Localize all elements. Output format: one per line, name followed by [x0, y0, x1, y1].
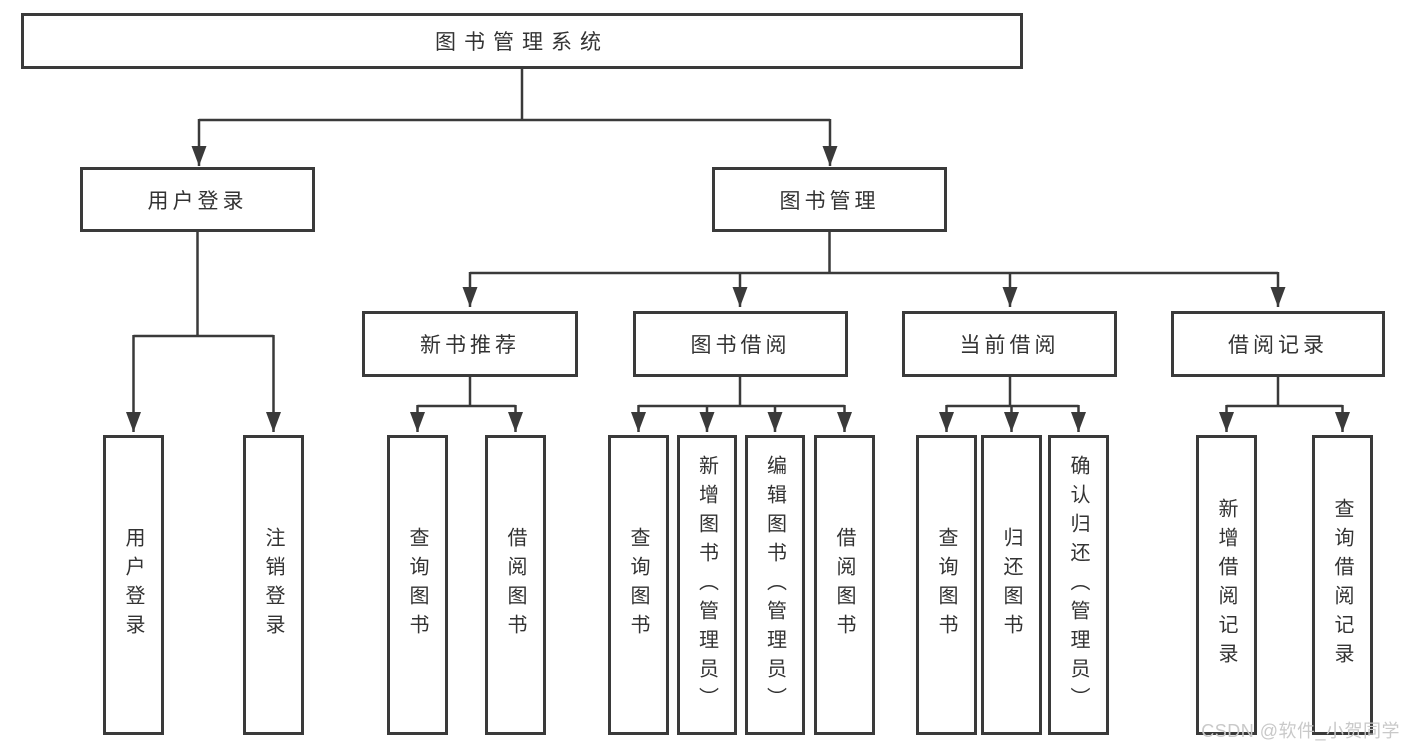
node-book-borrow-label: 图书借阅 — [690, 334, 791, 357]
leaf-current-query-book: 查询图书 — [916, 435, 977, 735]
leaf-borrow-add-book-admin-label: 新增图书（管理员） — [695, 454, 718, 716]
node-new-book-recommend-label: 新书推荐 — [420, 334, 520, 357]
csdn-watermark: CSDN @软件_小贺同学 — [1201, 721, 1400, 741]
leaf-recommend-borrow-book: 借阅图书 — [485, 435, 546, 735]
connector-user-bar — [133, 232, 274, 338]
node-user-login: 用户登录 — [80, 167, 315, 232]
node-book-borrow: 图书借阅 — [633, 311, 848, 377]
leaf-borrow-borrow-book-label: 借阅图书 — [833, 527, 855, 643]
node-root-system: 图书管理系统 — [21, 13, 1023, 69]
node-book-management: 图书管理 — [712, 167, 947, 232]
leaf-records-add-record-label: 新增借阅记录 — [1215, 498, 1237, 672]
node-root-label: 图书管理系统 — [435, 31, 609, 54]
leaf-recommend-query-book: 查询图书 — [387, 435, 448, 735]
leaf-borrow-add-book-admin: 新增图书（管理员） — [677, 435, 737, 735]
leaf-current-return-book-label: 归还图书 — [1000, 527, 1022, 643]
leaf-current-return-book: 归还图书 — [981, 435, 1042, 735]
connector-current-bar — [946, 377, 1079, 408]
leaf-current-query-book-label: 查询图书 — [935, 527, 957, 643]
leaf-current-confirm-return-admin-label: 确认归还（管理员） — [1067, 454, 1089, 716]
leaf-logout: 注销登录 — [243, 435, 304, 735]
leaf-borrow-query-book-label: 查询图书 — [627, 527, 649, 643]
node-user-login-label: 用户登录 — [147, 189, 248, 213]
node-current-borrow-label: 当前借阅 — [959, 334, 1060, 357]
leaf-borrow-borrow-book: 借阅图书 — [814, 435, 875, 735]
node-new-book-recommend: 新书推荐 — [362, 311, 578, 377]
node-borrow-records-label: 借阅记录 — [1228, 334, 1328, 357]
connector-records-bar — [1226, 377, 1343, 408]
leaf-records-query-record: 查询借阅记录 — [1312, 435, 1373, 735]
leaf-recommend-borrow-book-label: 借阅图书 — [504, 527, 526, 643]
leaf-borrow-edit-book-admin: 编辑图书（管理员） — [745, 435, 805, 735]
connector-borrow-bar — [638, 377, 845, 408]
node-book-management-label: 图书管理 — [779, 189, 880, 213]
leaf-user-login: 用户登录 — [103, 435, 164, 735]
leaf-logout-label: 注销登录 — [262, 527, 284, 643]
leaf-recommend-query-book-label: 查询图书 — [406, 527, 428, 643]
connector-book-bar — [470, 232, 1278, 275]
leaf-records-add-record: 新增借阅记录 — [1196, 435, 1257, 735]
leaf-records-query-record-label: 查询借阅记录 — [1331, 498, 1353, 672]
leaf-current-confirm-return-admin: 确认归还（管理员） — [1048, 435, 1109, 735]
leaf-borrow-query-book: 查询图书 — [608, 435, 669, 735]
leaf-user-login-label: 用户登录 — [122, 527, 144, 643]
leaf-borrow-edit-book-admin-label: 编辑图书（管理员） — [763, 454, 786, 716]
connector-root-bar — [199, 69, 830, 122]
node-borrow-records: 借阅记录 — [1171, 311, 1385, 377]
node-current-borrow: 当前借阅 — [902, 311, 1117, 377]
connector-recommend-bar — [417, 377, 516, 408]
